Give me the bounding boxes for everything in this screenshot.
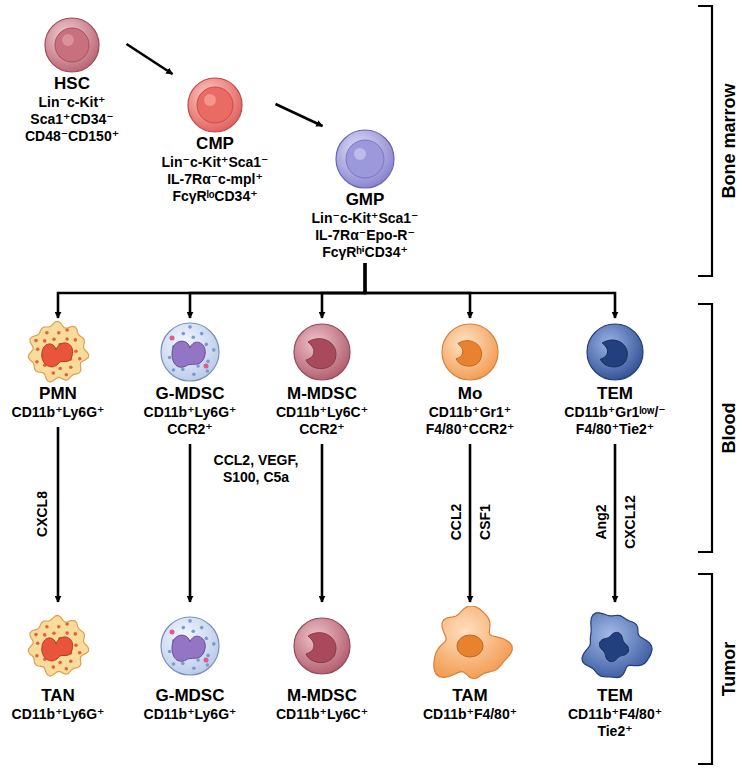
tumor-bracket [698, 574, 712, 764]
region-label: Blood [719, 401, 739, 456]
cell-node: M-MDSCCD11b⁺Ly6C⁺ CCR2⁺ [271, 320, 374, 438]
marker-list: CD11b⁺Gr1⁺ F4/80⁺CCR2⁺ [424, 404, 517, 438]
cell-name: TAM [418, 686, 523, 706]
differentiation-arrow [127, 44, 173, 74]
marker-list: CD11b⁺Ly6C⁺ [274, 706, 371, 723]
differentiation-arrow [614, 444, 617, 602]
differentiation-arrow [321, 444, 324, 602]
factor-label: CSF1 [477, 502, 494, 542]
marker-list: CD11b⁺Ly6G⁺ [10, 706, 107, 723]
differentiation-arrow [190, 263, 365, 318]
cell-node: G-MDSCCD11b⁺Ly6G⁺ CCR2⁺ [139, 320, 242, 438]
cell-name: PMN [7, 384, 110, 404]
factor-label: Ang2 [593, 503, 610, 542]
marker-list: CD11b⁺Ly6C⁺ CCR2⁺ [274, 404, 371, 438]
cell-name: GMP [307, 190, 424, 210]
factor-label: CXCL8 [34, 489, 51, 539]
cell-name: Mo [421, 384, 520, 404]
cell-illustration [424, 606, 516, 686]
cell-node: GMPLin⁻c-Kit⁺Sca1⁻ IL-7Rα⁻Epo-R⁻ FcγRʰⁱC… [307, 128, 424, 261]
cell-node: TANCD11b⁺Ly6G⁺ [7, 606, 110, 723]
cell-name: HSC [20, 74, 125, 94]
factor-label: CCL2, VEGF, S100, C5a [208, 452, 304, 486]
marker-list: CD11b⁺Ly6G⁺ CCR2⁺ [142, 404, 239, 438]
differentiation-arrow [469, 444, 472, 602]
cell-illustration [333, 128, 397, 190]
cell-illustration [577, 606, 653, 686]
cell-node: PMNCD11b⁺Ly6G⁺ [7, 320, 110, 421]
cell-node: MoCD11b⁺Gr1⁺ F4/80⁺CCR2⁺ [421, 320, 520, 438]
cell-illustration [289, 320, 355, 384]
differentiation-arrow [58, 263, 365, 318]
cell-name: TEM [563, 686, 668, 706]
differentiation-arrow [365, 263, 615, 318]
cell-illustration [25, 320, 91, 384]
cell-name: G-MDSC [139, 686, 242, 706]
marker-list: CD11b⁺Ly6G⁺ [142, 706, 239, 723]
cell-illustration [42, 16, 102, 74]
cell-name: M-MDSC [271, 686, 374, 706]
marker-list: Lin⁻c-Kit⁺ Sca1⁺CD34⁻ CD48⁻CD150⁺ [23, 94, 122, 145]
blood-bracket [698, 304, 712, 552]
differentiation-arrow [322, 263, 365, 318]
cell-node: G-MDSCCD11b⁺Ly6G⁺ [139, 606, 242, 723]
cell-illustration [289, 606, 355, 686]
factor-label: CCL2 [448, 502, 465, 543]
marker-list: CD11b⁺Ly6G⁺ [10, 404, 107, 421]
cell-name: M-MDSC [271, 384, 374, 404]
cell-illustration [185, 76, 245, 134]
cell-name: CMP [157, 134, 274, 154]
cell-name: TAN [7, 686, 110, 706]
cell-name: TEM [559, 384, 671, 404]
cell-node: TEMCD11b⁺F4/80⁺ Tie2⁺ [563, 606, 668, 740]
factor-label: CXCL12 [622, 493, 639, 551]
cell-illustration [157, 320, 223, 384]
cell-illustration [437, 320, 503, 384]
cell-illustration [582, 320, 648, 384]
cell-illustration [25, 606, 91, 686]
differentiation-arrow [57, 427, 60, 602]
marker-list: CD11b⁺Gr1ˡᵒʷ/⁻ F4/80⁺Tie2⁺ [562, 404, 668, 438]
cell-node: CMPLin⁻c-Kit⁺Sca1⁻ IL-7Rα⁻c-mpl⁺ FcγRˡᵒC… [157, 76, 274, 205]
cell-node: TEMCD11b⁺Gr1ˡᵒʷ/⁻ F4/80⁺Tie2⁺ [559, 320, 671, 438]
cell-name: G-MDSC [139, 384, 242, 404]
marker-list: Lin⁻c-Kit⁺Sca1⁻ IL-7Rα⁻c-mpl⁺ FcγRˡᵒCD34… [160, 154, 271, 205]
region-label: Tumor [719, 640, 739, 699]
marker-list: Lin⁻c-Kit⁺Sca1⁻ IL-7Rα⁻Epo-R⁻ FcγRʰⁱCD34… [310, 210, 421, 261]
marker-list: CD11b⁺F4/80⁺ [421, 706, 520, 723]
differentiation-arrow [276, 104, 323, 126]
differentiation-arrow [189, 444, 192, 602]
cell-node: HSCLin⁻c-Kit⁺ Sca1⁺CD34⁻ CD48⁻CD150⁺ [20, 16, 125, 145]
region-label: Bone marrow [719, 81, 739, 200]
cell-illustration [157, 606, 223, 686]
cell-node: M-MDSCCD11b⁺Ly6C⁺ [271, 606, 374, 723]
cell-node: TAMCD11b⁺F4/80⁺ [418, 606, 523, 723]
marker-list: CD11b⁺F4/80⁺ Tie2⁺ [566, 706, 665, 740]
bone-marrow-bracket [698, 6, 712, 276]
differentiation-arrow [365, 263, 470, 318]
